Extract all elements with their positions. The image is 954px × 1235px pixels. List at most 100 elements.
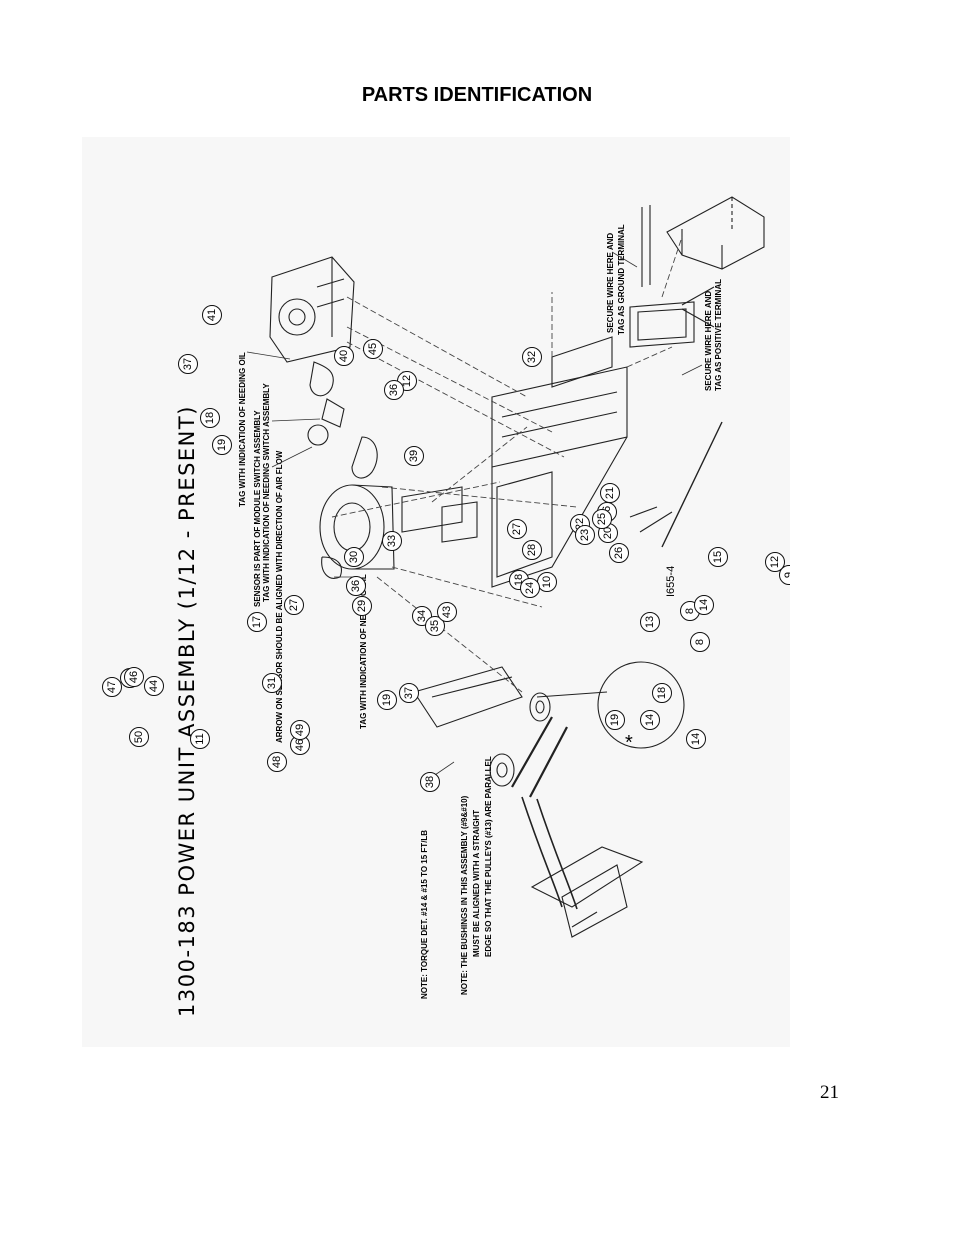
note-bushings-line-2: MUST BE ALIGNED WITH A STRAIGHT [472,810,481,957]
part-balloon-circle [399,683,419,703]
part-balloon-circle [605,710,625,730]
part-balloon-label: 50 [133,731,145,743]
parts-drawing-frame: 1300-183 POWER UNIT ASSEMBLY (1/12 - PRE… [82,137,790,1047]
part-balloon: 48 [267,752,287,772]
part-balloon-circle [522,347,542,367]
part-balloon-label: 23 [579,529,591,541]
note-bushings-line-3: EDGE SO THAT THE PULLEYS (#13) ARE PARAL… [484,756,493,957]
part-balloon-label: 21 [604,487,616,499]
part-balloon: 23 [575,525,595,545]
part-balloon-circle [212,435,232,455]
drawing-title: 1300-183 POWER UNIT ASSEMBLY (1/12 - PRE… [175,405,199,1017]
part-balloon-label: 47 [106,681,118,693]
part-balloon: 46 [290,735,310,755]
part-balloon-circle [129,727,149,747]
part-balloon: 27 [507,519,527,539]
part-balloon: 38 [420,772,440,792]
part-balloon: 14 [640,710,660,730]
part-balloon-label: 17 [251,616,263,628]
part-balloon: 8 [690,632,710,652]
part-balloon-circle [382,531,402,551]
callout-positive-line-1: SECURE WIRE HERE AND [704,291,713,391]
part-balloon-circle [609,543,629,563]
part-balloon-label: 44 [148,680,160,692]
part-balloon-label: 29 [356,600,368,612]
part-balloon-circle [363,339,383,359]
exploded-view-guides [331,236,683,693]
part-balloon-label: 46 [128,671,140,683]
part-balloon-label: 45 [367,343,379,355]
part-balloon-label: 27 [511,523,523,535]
part-balloon-circle [377,690,397,710]
part-balloon-label: 12 [769,556,781,568]
callout-positive-line-2: TAG AS POSITIVE TERMINAL [714,279,723,391]
callout-tag-oil-bottom: TAG WITH INDICATION OF NEEDING OIL [359,574,368,729]
part-balloon-circle [247,612,267,632]
callout-ground-line-1: SECURE WIRE HERE AND [606,233,615,333]
part-balloon: 40 [334,346,354,366]
part-balloon: 33 [382,531,402,551]
part-balloon-circle [200,408,220,428]
part-balloon-circle [694,595,714,615]
part-balloon-label: 13 [644,616,656,628]
part-balloon: 47 [102,677,122,697]
part-balloon: 28 [522,540,542,560]
part-balloon-circle [686,729,706,749]
line-art [269,196,765,938]
part-balloon: 43 [437,602,457,622]
callout-tag-oil-top: TAG WITH INDICATION OF NEEDING OIL [238,352,247,507]
part-balloon-label: 49 [294,724,306,736]
part-balloon: 37 [399,683,419,703]
part-balloon-circle [779,565,790,585]
part-balloon-label: 36 [388,384,400,396]
part-balloon-label: 19 [216,439,228,451]
part-balloon: 46 [124,667,144,687]
part-number-balloons: 1223456788910111212131414141516171818181… [102,305,790,792]
part-balloon-circle [437,602,457,622]
callout-tag-module: TAG WITH INDICATION OF NEEDING SWITCH AS… [262,383,271,602]
part-balloon-label: 28 [526,544,538,556]
part-balloon: 29 [352,596,372,616]
part-balloon: 27 [284,595,304,615]
part-balloon-label: 46 [294,739,306,751]
callout-ground-line-2: TAG AS GROUND TERMINAL [617,224,626,335]
part-balloon-circle [352,596,372,616]
part-balloon-label: 32 [526,351,538,363]
part-balloon-label: 10 [541,576,553,588]
part-balloon-label: 14 [644,714,656,726]
part-balloon-label: 19 [609,714,621,726]
part-balloon-circle [640,710,660,730]
part-balloon-label: 14 [698,599,710,611]
part-balloon: 19 [377,690,397,710]
part-balloon-label: 35 [429,620,441,632]
part-balloon-label: 18 [204,412,216,424]
part-balloon-circle [144,676,164,696]
part-balloon-circle [522,540,542,560]
part-balloon-label: 18 [656,687,668,699]
part-balloon: 35 [425,616,445,636]
part-balloon-label: 31 [266,677,278,689]
part-balloon: 9 [779,565,790,585]
part-balloon: 50 [129,727,149,747]
part-balloon-circle [640,612,660,632]
part-balloon-circle [334,346,354,366]
part-balloon: 30 [344,547,364,567]
part-balloon: 17 [247,612,267,632]
part-balloon: 25 [592,509,612,529]
part-balloon: 19 [212,435,232,455]
part-balloon: 32 [522,347,542,367]
part-balloon-label: 37 [182,358,194,370]
part-balloon-label: 40 [338,350,350,362]
part-balloon: 45 [363,339,383,359]
part-balloon-circle [520,578,540,598]
part-balloon: 19 [605,710,625,730]
part-balloon: 36 [346,576,366,596]
part-balloon-circle [420,772,440,792]
part-balloon: 14 [686,729,706,749]
part-balloon-circle [202,305,222,325]
part-balloon-circle [346,576,366,596]
drawing-number: I655-4 [665,566,677,597]
callout-arrow-sensor: ARROW ON SENSOR SHOULD BE ALIGNED WITH D… [275,450,284,743]
part-balloon-label: 11 [194,733,206,744]
